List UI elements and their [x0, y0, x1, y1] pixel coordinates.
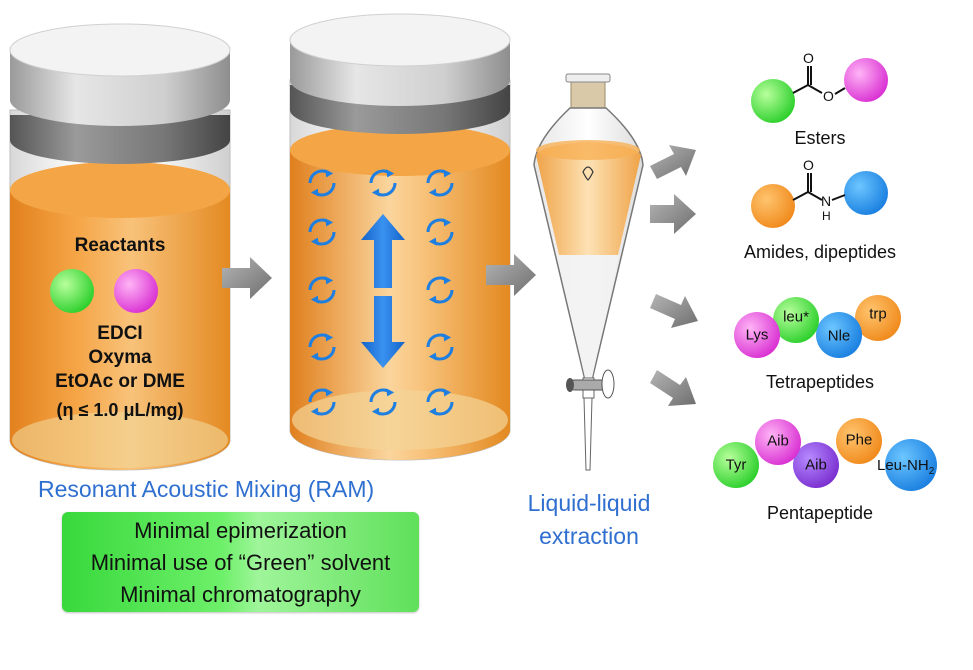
- process-arrow-1: [222, 257, 272, 299]
- penta-green-ball: [713, 442, 759, 488]
- reaction-jar: [9, 23, 231, 471]
- magenta-reactant-ball: [114, 269, 158, 313]
- ester-green-ball: [751, 79, 795, 123]
- leu-nh-text: Leu-NH: [877, 457, 929, 474]
- swirl-icon: [308, 218, 336, 246]
- amide-h: H: [822, 209, 831, 223]
- swirl-icon: [426, 333, 454, 361]
- extraction-label-line2: extraction: [539, 523, 639, 549]
- swirl-icon: [426, 169, 454, 197]
- tetra-blue-ball: [816, 312, 862, 358]
- benefits-box: Minimal epimerization Minimal use of “Gr…: [62, 512, 419, 612]
- product-arrow-amides: [650, 194, 696, 234]
- pentapeptide-structure: [713, 418, 937, 491]
- product-arrow-esters: [650, 145, 696, 179]
- mixing-jar: [289, 13, 511, 461]
- amide-orange-ball: [751, 184, 795, 228]
- ester-carbonyl-o: O: [803, 50, 814, 66]
- ram-label: Resonant Acoustic Mixing (RAM): [38, 476, 375, 502]
- penta-purple-ball: [793, 442, 839, 488]
- tetra-magenta-ball: [734, 312, 780, 358]
- leu-nh2-subscript: 2: [928, 466, 935, 477]
- separatory-funnel: [533, 73, 644, 471]
- residue-leu-nh2: Leu-NH2: [877, 457, 934, 477]
- mixing-swirls: [308, 169, 454, 416]
- swirl-icon: [369, 388, 397, 416]
- residue-tyr: Tyr: [725, 456, 747, 474]
- amide-blue-ball: [844, 171, 888, 215]
- reagent-oxyma: Oxyma: [88, 347, 152, 368]
- residue-phe: Phe: [845, 431, 873, 449]
- ester-magenta-ball: [844, 58, 888, 102]
- reactants-label: Reactants: [74, 235, 166, 256]
- eta-label: (η ≤ 1.0 μL/mg): [56, 400, 184, 420]
- swirl-icon: [426, 388, 454, 416]
- swirl-icon: [426, 276, 454, 304]
- tetrapeptide-structure: [734, 295, 901, 358]
- esters-label: Esters: [794, 128, 846, 148]
- residue-aib-2: Aib: [805, 456, 827, 474]
- penta-magenta-ball: [755, 419, 801, 465]
- reagent-solvent: EtOAc or DME: [55, 371, 185, 392]
- amides-label: Amides, dipeptides: [743, 242, 897, 262]
- residue-lys: Lys: [745, 326, 769, 344]
- residue-nle: Nle: [827, 327, 851, 345]
- benefit-chromatography: Minimal chromatography: [120, 582, 361, 607]
- reagent-edci: EDCI: [97, 323, 143, 344]
- swirl-icon: [426, 218, 454, 246]
- tetrapeptides-label: Tetrapeptides: [765, 372, 875, 392]
- amide-structure: [751, 171, 888, 228]
- penta-blue-ball: [885, 439, 937, 491]
- amide-carbonyl-o: O: [803, 157, 814, 173]
- residue-aib-1: Aib: [767, 432, 789, 450]
- green-reactant-ball: [50, 269, 94, 313]
- extraction-label-line1: Liquid-liquid: [527, 490, 651, 516]
- product-arrow-pentapeptide: [650, 370, 696, 406]
- penta-orange-ball: [836, 418, 882, 464]
- benefit-green-solvent: Minimal use of “Green” solvent: [90, 550, 391, 575]
- benefit-epimerization: Minimal epimerization: [134, 518, 347, 543]
- residue-leu-star: leu*: [783, 308, 809, 326]
- swirl-icon: [369, 169, 397, 197]
- tetra-green-ball: [773, 297, 819, 343]
- swirl-icon: [308, 169, 336, 197]
- swirl-icon: [308, 388, 336, 416]
- swirl-icon: [308, 333, 336, 361]
- tetra-orange-ball: [855, 295, 901, 341]
- ester-ether-o: O: [823, 88, 834, 104]
- amide-n: N: [821, 193, 832, 209]
- ester-structure: [751, 58, 888, 123]
- pentapeptide-label: Pentapeptide: [766, 503, 874, 523]
- process-arrow-2: [486, 254, 536, 296]
- down-arrow: [361, 296, 405, 368]
- up-arrow-shaft: [361, 214, 405, 288]
- swirl-icon: [308, 276, 336, 304]
- product-arrow-tetrapeptides: [650, 294, 698, 328]
- residue-trp: trp: [869, 305, 887, 323]
